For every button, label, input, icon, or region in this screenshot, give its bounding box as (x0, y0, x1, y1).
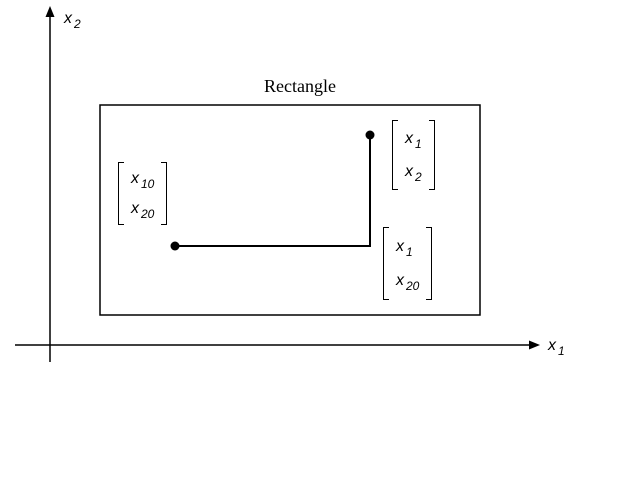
vector-entry-base: x (396, 272, 404, 290)
right-bracket (426, 227, 433, 300)
x1-axis-label-base: x (548, 337, 556, 354)
right-bracket (161, 162, 168, 225)
x1-axis-arrowhead-icon (529, 340, 540, 350)
x2-axis-label-base: x (64, 10, 72, 27)
end-point-dot (365, 130, 375, 140)
x1-axis-label-subscript: 1 (558, 344, 565, 358)
left-bracket (118, 162, 124, 225)
vector-entry-subscript: 1 (415, 136, 422, 151)
vector-entry-subscript: 2 (415, 169, 422, 184)
right-bracket (428, 120, 435, 190)
trajectory-path (175, 135, 371, 247)
left-bracket (392, 120, 398, 190)
diagram-title: Rectangle (264, 76, 336, 96)
x2-axis-label-subscript: 2 (74, 17, 81, 31)
vector-entry-subscript: 10 (141, 177, 155, 192)
vector-entry-subscript: 20 (141, 206, 155, 221)
left-bracket (383, 227, 389, 300)
vector-entry-base: x (405, 129, 413, 147)
vector-entry-subscript: 1 (406, 244, 413, 259)
vector-entry-base: x (131, 199, 139, 217)
vector-entry-base: x (131, 170, 139, 188)
vector-entry-subscript: 20 (406, 279, 420, 294)
x2-axis-arrowhead-icon (45, 6, 55, 17)
vector-entry-base: x (405, 162, 413, 180)
vector-entry-base: x (396, 237, 404, 255)
rectangle-outline (99, 104, 481, 316)
start-point-dot (170, 241, 180, 251)
